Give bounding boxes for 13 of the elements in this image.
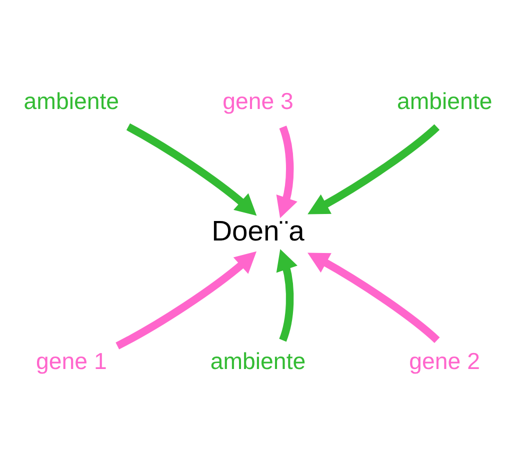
arrow — [276, 248, 297, 342]
arrow — [126, 122, 256, 216]
arrow — [115, 250, 256, 349]
arrow — [307, 124, 440, 214]
arrow — [307, 252, 440, 342]
node-text: ambiente — [23, 88, 119, 114]
node-text: Doen¨a — [211, 214, 304, 246]
arrow — [276, 125, 297, 218]
node-text: ambiente — [396, 88, 492, 114]
node-text: gene 3 — [222, 88, 293, 114]
node-text: gene 1 — [35, 348, 106, 374]
node-text: gene 2 — [408, 348, 480, 374]
node-text: ambiente — [210, 348, 306, 374]
